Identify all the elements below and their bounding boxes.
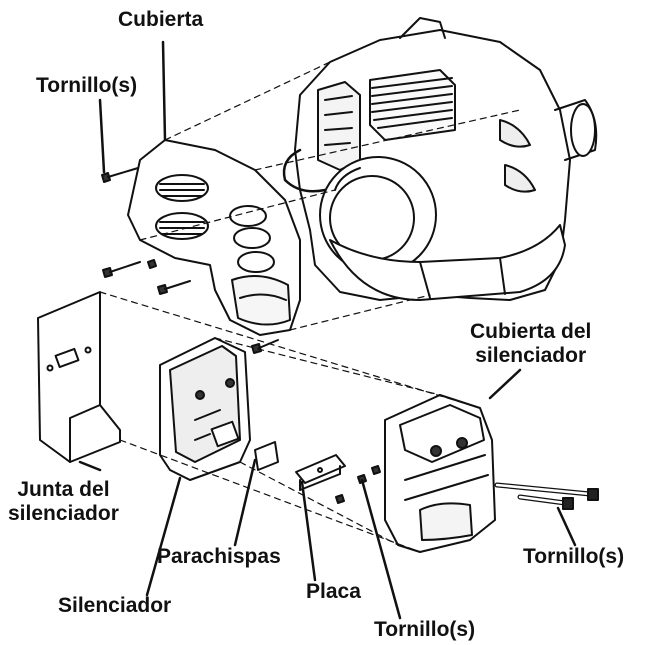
muffler-gasket xyxy=(37,291,121,463)
assembly-lines xyxy=(99,61,521,553)
engine xyxy=(282,17,598,301)
muffler-cover xyxy=(384,394,496,553)
engine-cover xyxy=(127,139,301,336)
muffler xyxy=(159,337,251,481)
label-cubierta: Cubierta xyxy=(118,8,204,31)
plate xyxy=(295,454,346,491)
label-tornillos-right: Tornillo(s) xyxy=(523,545,625,568)
label-placa: Placa xyxy=(306,580,361,603)
spark-arrestor xyxy=(254,441,279,471)
label-junta-line1: Junta del xyxy=(17,478,110,501)
label-cubierta-silenciador-line1: Cubierta del xyxy=(470,320,592,343)
screws-top xyxy=(101,167,279,354)
label-silenciador: Silenciador xyxy=(58,594,172,617)
label-cubierta-silenciador: Cubierta del silenciador xyxy=(470,320,591,368)
cylinder-fins xyxy=(369,69,456,141)
screws-small xyxy=(335,465,381,504)
label-cubierta-silenciador-line2: silenciador xyxy=(475,344,587,367)
label-tornillos-bottom: Tornillo(s) xyxy=(374,618,476,641)
label-tornillos-top: Tornillo(s) xyxy=(36,74,138,97)
label-junta-silenciador: Junta del silenciador xyxy=(8,478,119,526)
label-junta-line2: silenciador xyxy=(8,502,119,525)
recoil-starter xyxy=(319,156,437,274)
bolts-right xyxy=(494,482,599,510)
leader-lines xyxy=(78,40,577,620)
label-parachispas: Parachispas xyxy=(157,545,281,568)
